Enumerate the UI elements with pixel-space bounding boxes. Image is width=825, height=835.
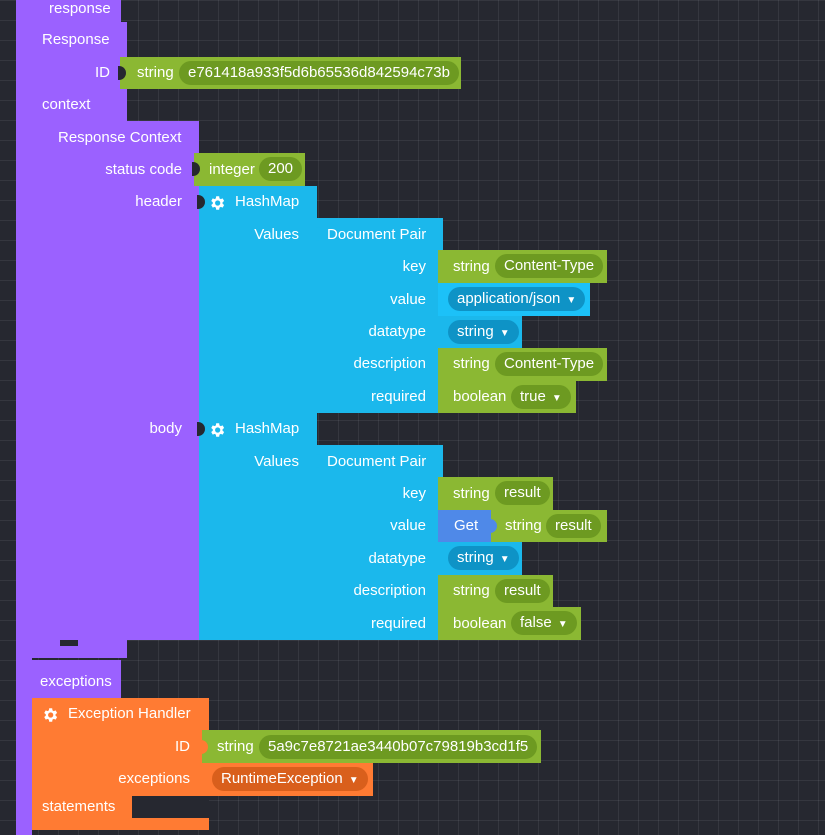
body-description-type: string bbox=[453, 582, 490, 599]
body-document-pair-block[interactable] bbox=[317, 445, 443, 640]
response-block-title: Response bbox=[42, 31, 110, 48]
body-pair-title: Document Pair bbox=[327, 453, 427, 470]
body-value-value[interactable]: result bbox=[546, 514, 601, 538]
body-value-get-block[interactable] bbox=[438, 510, 494, 542]
response-context-title: Response Context bbox=[58, 129, 182, 146]
chevron-down-icon: ▼ bbox=[499, 328, 510, 339]
body-required-label: required bbox=[370, 615, 426, 632]
header-hashmap-block[interactable] bbox=[199, 186, 317, 413]
header-hashmap-title: HashMap bbox=[235, 193, 300, 210]
header-value-label: value bbox=[390, 291, 426, 308]
header-pair-socket bbox=[315, 227, 323, 241]
exception-id-value[interactable]: 5a9c7e8721ae3440b07c79819b3cd1f5 bbox=[259, 735, 538, 759]
header-required-label: required bbox=[370, 388, 426, 405]
response-context-label: context bbox=[42, 96, 91, 113]
chevron-down-icon: ▼ bbox=[566, 295, 577, 306]
chevron-down-icon: ▼ bbox=[348, 775, 359, 786]
body-hashmap-block[interactable] bbox=[199, 413, 317, 640]
body-key-label: key bbox=[402, 485, 426, 502]
body-key-type: string bbox=[453, 485, 490, 502]
body-value-get-label: Get bbox=[454, 517, 479, 534]
body-value-label: value bbox=[390, 517, 426, 534]
exception-id-socket bbox=[200, 740, 208, 754]
response-input-label: response bbox=[49, 0, 111, 17]
body-values-label: Values bbox=[254, 453, 299, 470]
chevron-down-icon: ▼ bbox=[499, 554, 510, 565]
exception-handler-footer bbox=[32, 818, 209, 830]
context-notch bbox=[60, 640, 78, 646]
header-value-text: application/json bbox=[457, 290, 561, 307]
header-key-label: key bbox=[402, 258, 426, 275]
body-description-value[interactable]: result bbox=[495, 579, 550, 603]
body-required-dropdown[interactable]: false ▼ bbox=[511, 611, 577, 635]
header-description-value[interactable]: Content-Type bbox=[495, 352, 604, 376]
statements-slot[interactable] bbox=[132, 796, 209, 818]
header-document-pair-block[interactable] bbox=[317, 218, 443, 413]
response-block-footer bbox=[32, 640, 127, 658]
header-label: header bbox=[135, 193, 182, 210]
body-key-value[interactable]: result bbox=[495, 481, 550, 505]
header-required-text: true bbox=[520, 388, 546, 405]
body-value-type: string bbox=[505, 517, 542, 534]
response-label-row[interactable] bbox=[16, 0, 121, 22]
header-required-type: boolean bbox=[453, 388, 507, 405]
header-gear-icon[interactable] bbox=[208, 194, 226, 212]
body-required-type: boolean bbox=[453, 615, 507, 632]
exceptions-dropdown[interactable]: RuntimeException ▼ bbox=[212, 767, 368, 791]
body-socket bbox=[197, 422, 205, 436]
response-context-block[interactable] bbox=[48, 121, 199, 640]
header-values-label: Values bbox=[254, 226, 299, 243]
header-datatype-label: datatype bbox=[368, 323, 426, 340]
header-socket bbox=[197, 195, 205, 209]
body-datatype-text: string bbox=[457, 549, 494, 566]
response-block-spine bbox=[32, 22, 48, 658]
outer-block-spine[interactable] bbox=[16, 0, 32, 835]
body-description-label: description bbox=[353, 582, 426, 599]
exceptions-dropdown-text: RuntimeException bbox=[221, 770, 343, 787]
exception-statements-label: statements bbox=[42, 798, 116, 815]
exceptions-input-label: exceptions bbox=[40, 673, 112, 690]
body-label: body bbox=[149, 420, 182, 437]
body-datatype-label: datatype bbox=[368, 550, 426, 567]
status-code-label: status code bbox=[105, 161, 182, 178]
status-code-type: integer bbox=[209, 161, 255, 178]
header-key-value[interactable]: Content-Type bbox=[495, 254, 604, 278]
response-id-socket bbox=[118, 66, 126, 80]
exception-id-type: string bbox=[217, 738, 254, 755]
header-description-label: description bbox=[353, 355, 426, 372]
exception-exceptions-label: exceptions bbox=[118, 770, 190, 787]
response-id-type: string bbox=[137, 64, 174, 81]
body-pair-socket bbox=[315, 454, 323, 468]
exception-gear-icon[interactable] bbox=[41, 706, 59, 724]
response-id-label: ID bbox=[95, 64, 110, 81]
header-pair-title: Document Pair bbox=[327, 226, 427, 243]
chevron-down-icon: ▼ bbox=[557, 619, 568, 630]
status-code-value[interactable]: 200 bbox=[259, 157, 303, 181]
exception-handler-block[interactable] bbox=[32, 698, 209, 730]
header-key-type: string bbox=[453, 258, 490, 275]
chevron-down-icon: ▼ bbox=[551, 393, 562, 404]
body-gear-icon[interactable] bbox=[208, 421, 226, 439]
exception-handler-statements bbox=[32, 796, 132, 820]
header-required-dropdown[interactable]: true ▼ bbox=[511, 385, 571, 409]
body-value-socket bbox=[489, 519, 497, 533]
exception-handler-title: Exception Handler bbox=[68, 705, 191, 722]
body-required-text: false bbox=[520, 614, 552, 631]
header-datatype-text: string bbox=[457, 323, 494, 340]
exception-id-label: ID bbox=[175, 738, 190, 755]
exceptions-row[interactable] bbox=[16, 660, 121, 698]
body-hashmap-title: HashMap bbox=[235, 420, 300, 437]
body-datatype-dropdown[interactable]: string ▼ bbox=[448, 546, 519, 570]
status-code-socket bbox=[192, 162, 200, 176]
header-description-type: string bbox=[453, 355, 490, 372]
header-datatype-dropdown[interactable]: string ▼ bbox=[448, 320, 519, 344]
header-value-dropdown[interactable]: application/json ▼ bbox=[448, 287, 586, 311]
response-id-value[interactable]: e761418a933f5d6b65536d842594c73b bbox=[179, 61, 459, 85]
